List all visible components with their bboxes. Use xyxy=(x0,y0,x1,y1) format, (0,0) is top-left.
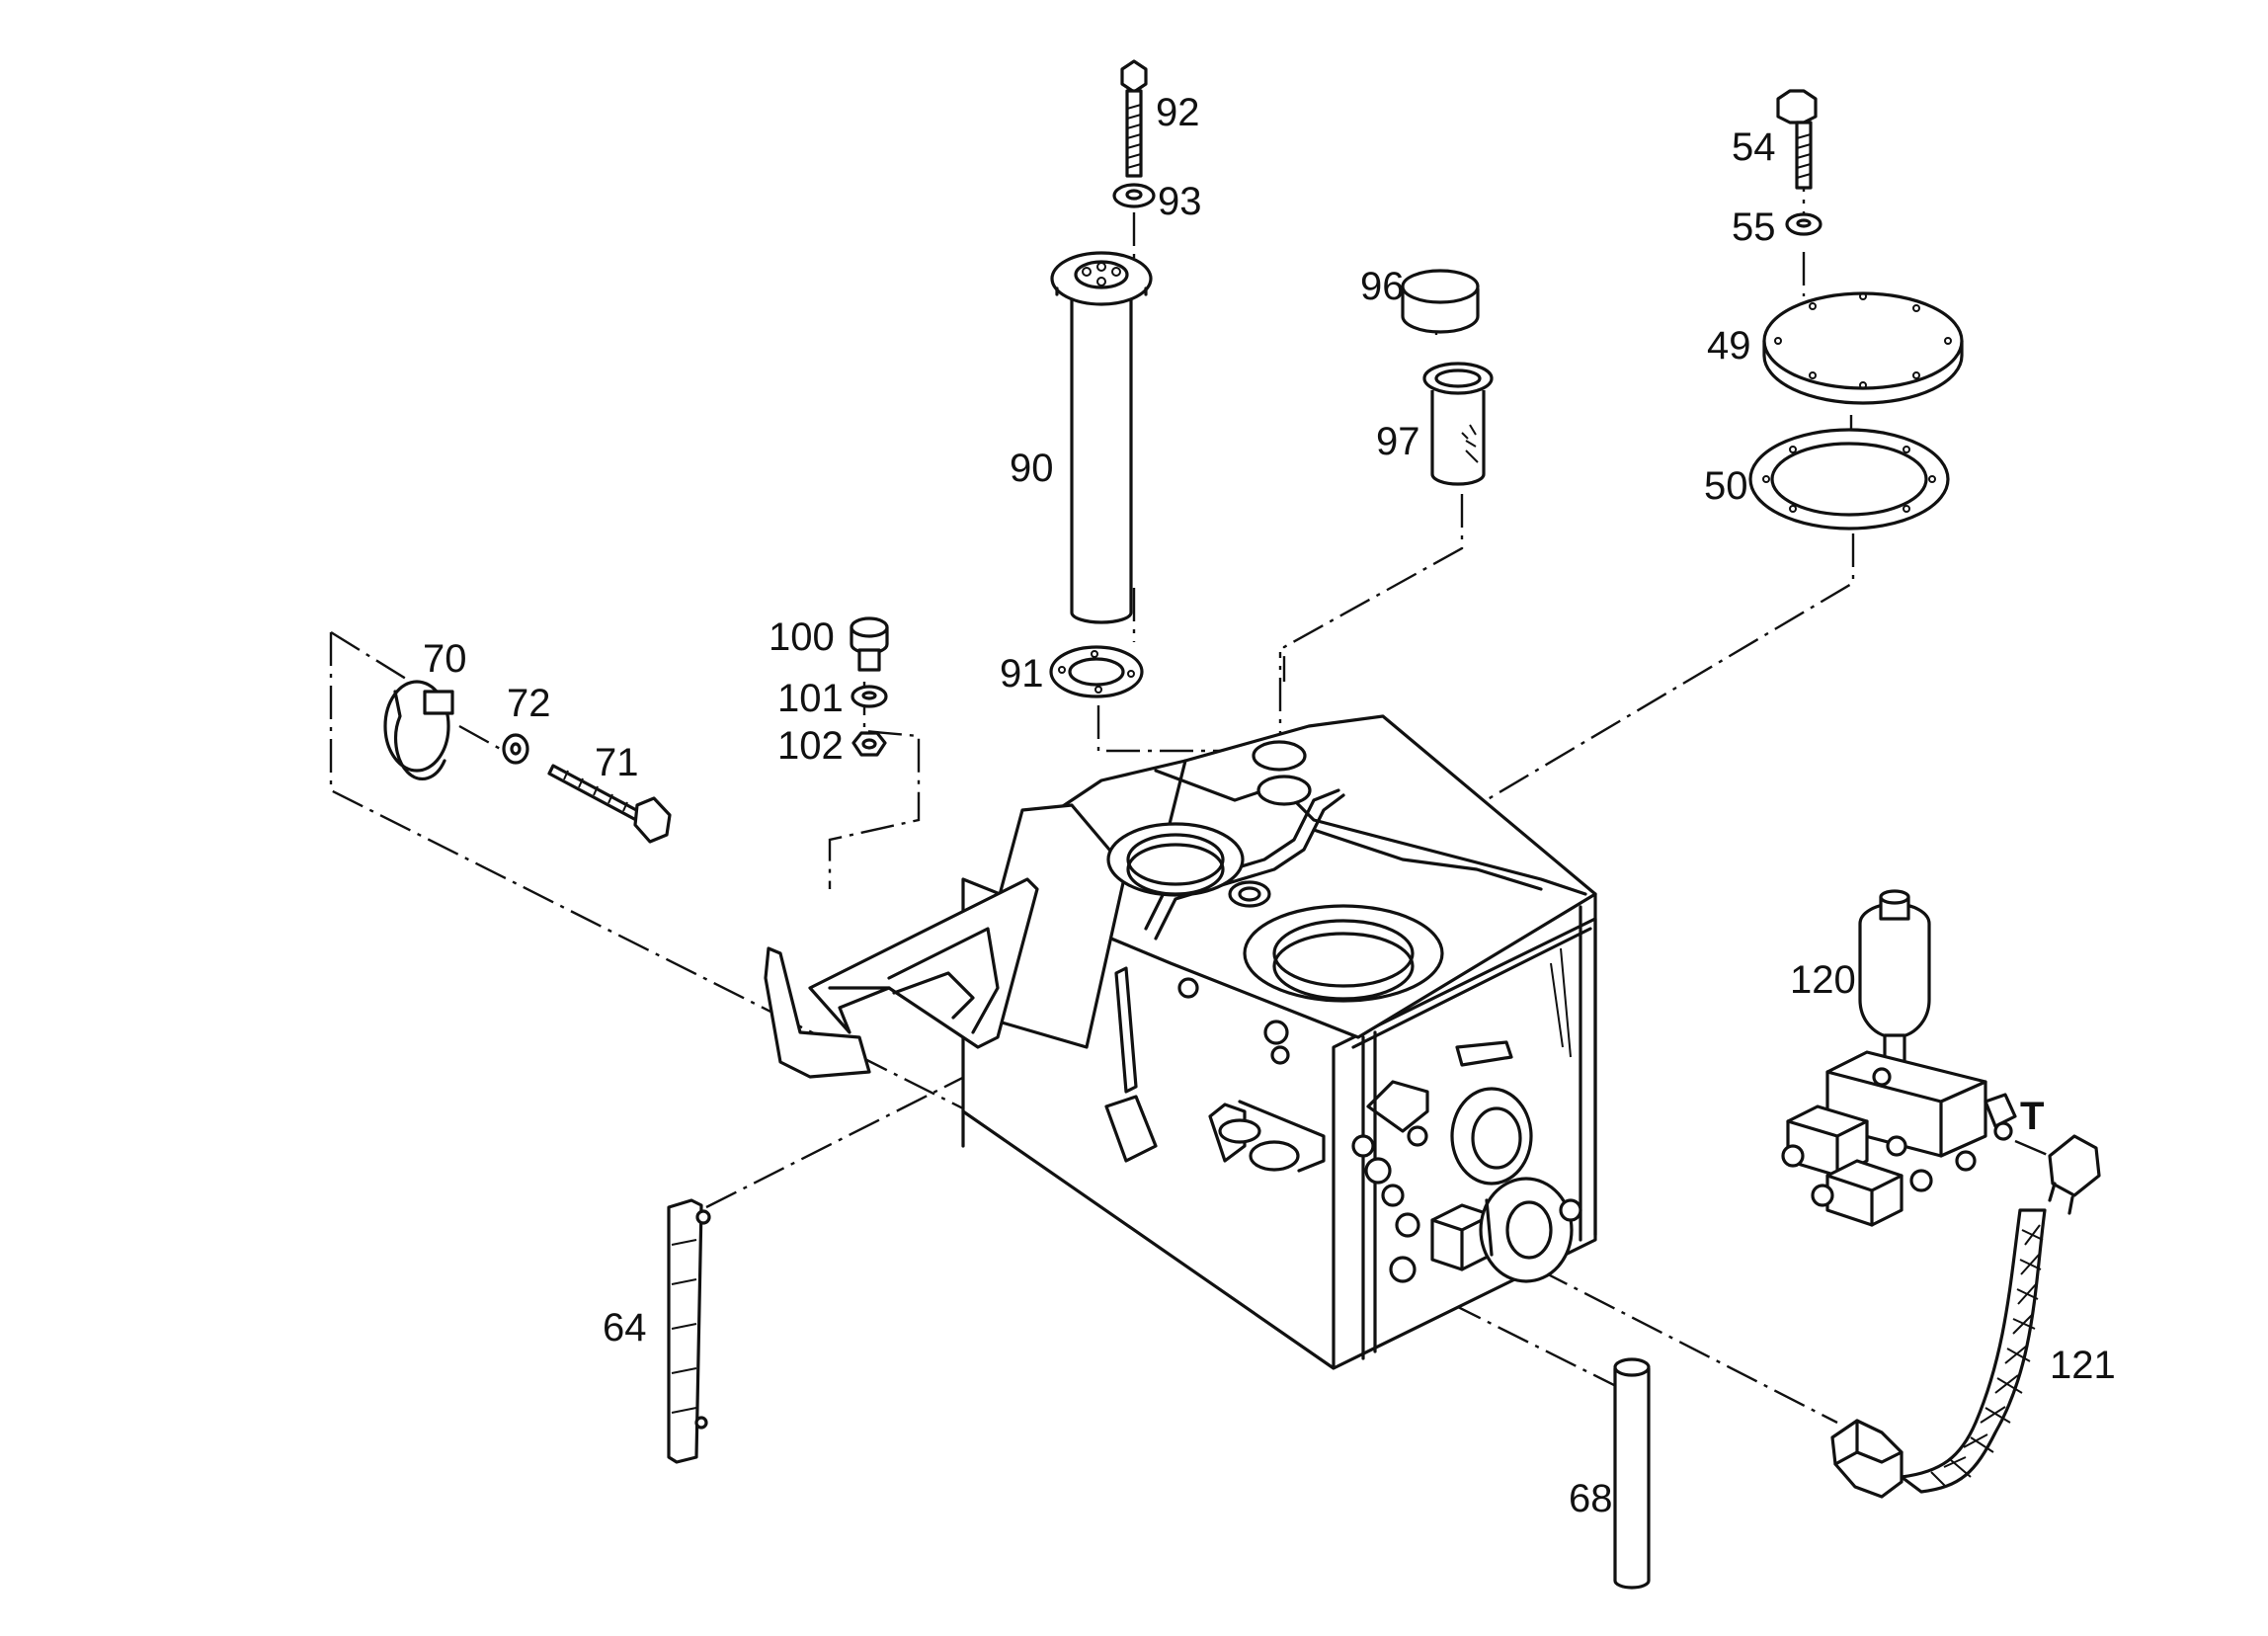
part-96-cap xyxy=(1401,269,1480,334)
part-54-bolt xyxy=(1776,89,1818,190)
part-101-washer xyxy=(850,685,888,708)
callout-54: 54 xyxy=(1732,125,1776,169)
part-49-cover-plate xyxy=(1762,291,1964,405)
callout-120: 120 xyxy=(1790,958,1856,1002)
part-120-accumulator-valve xyxy=(1781,889,2017,1227)
callout-96: 96 xyxy=(1360,265,1405,308)
hydraulic-tank xyxy=(764,714,1597,1370)
callout-91: 91 xyxy=(1000,652,1044,695)
part-68-rod xyxy=(1613,1357,1651,1590)
callout-101: 101 xyxy=(777,677,844,720)
part-93-washer xyxy=(1112,183,1156,208)
part-55-washer xyxy=(1785,212,1822,236)
callout-70: 70 xyxy=(423,637,467,681)
callout-T: T xyxy=(2020,1095,2044,1138)
part-71-screw xyxy=(547,764,672,844)
part-90-filter-tube xyxy=(1050,251,1153,624)
part-92-bolt xyxy=(1120,59,1148,178)
callout-49: 49 xyxy=(1707,324,1751,368)
part-97-strainer xyxy=(1422,362,1494,486)
callout-68: 68 xyxy=(1569,1477,1613,1520)
callout-55: 55 xyxy=(1732,205,1776,249)
callout-100: 100 xyxy=(769,615,835,659)
callout-90: 90 xyxy=(1010,447,1054,490)
part-100-breather xyxy=(850,616,889,672)
part-72-washer xyxy=(502,733,529,765)
callout-93: 93 xyxy=(1158,180,1202,223)
callout-72: 72 xyxy=(507,682,551,725)
part-70-sight-cover xyxy=(383,680,454,781)
callout-102: 102 xyxy=(777,724,844,768)
part-50-gasket xyxy=(1748,428,1950,531)
callout-64: 64 xyxy=(603,1306,647,1350)
part-102-nut xyxy=(851,731,887,757)
callout-labels: 92 93 54 55 96 49 97 90 50 100 70 101 91… xyxy=(423,91,2116,1520)
callout-92: 92 xyxy=(1156,91,1200,134)
part-121-hose xyxy=(1830,1134,2101,1499)
callout-97: 97 xyxy=(1376,420,1420,463)
part-64-rod xyxy=(667,1198,711,1464)
callout-50: 50 xyxy=(1704,464,1748,508)
callout-71: 71 xyxy=(595,741,639,784)
callout-121: 121 xyxy=(2050,1344,2116,1387)
part-91-gasket xyxy=(1049,645,1144,698)
